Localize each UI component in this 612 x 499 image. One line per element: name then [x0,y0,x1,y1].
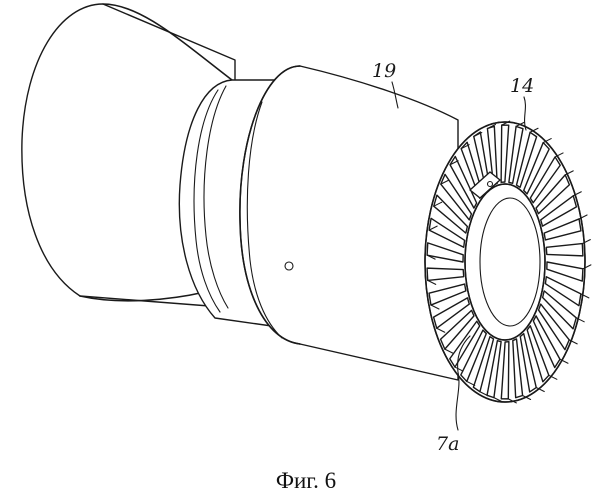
housing-body [240,66,458,380]
label-7a: 7a [436,433,459,455]
device-drawing: 19 14 7a [0,0,612,470]
label-14: 14 [510,75,534,97]
label-19: 19 [372,60,396,82]
figure-caption: Фиг. 6 [0,468,612,494]
leader-14 [524,97,526,130]
